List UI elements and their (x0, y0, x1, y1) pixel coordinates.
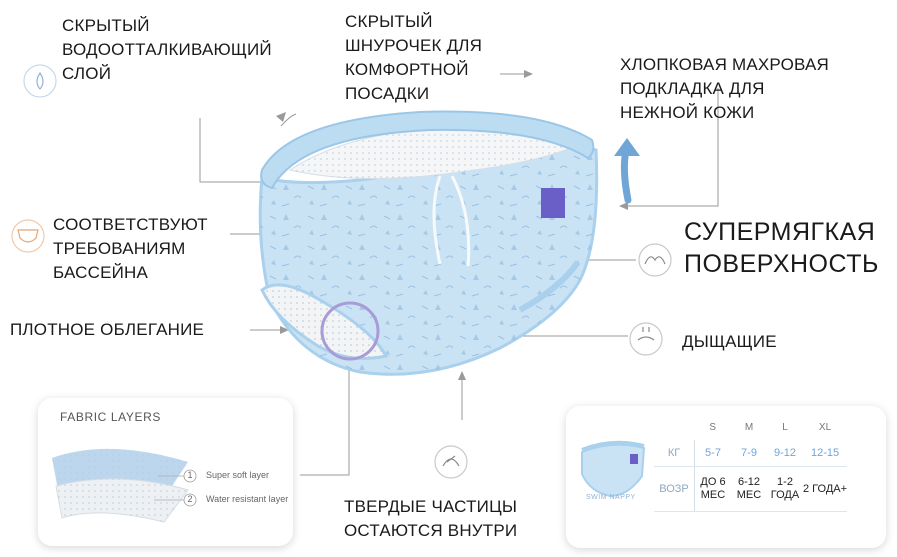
size-table: S M L XL КГ 5-7 7-9 9-12 12-15 ВОЗР ДО 6… (654, 414, 848, 512)
nappy-icon (11, 219, 45, 253)
label-solids-inside: ТВЕРДЫЕ ЧАСТИЦЫ ОСТАЮТСЯ ВНУТРИ (344, 497, 518, 540)
weight-s: 5-7 (694, 440, 731, 467)
label-breathable: ДЫЩАЩИЕ (682, 332, 777, 351)
purple-tag (541, 188, 565, 218)
label-hidden-layer: СКРЫТЫЙ ВОДООТТАЛКИВАЮЩИЙ СЛОЙ (62, 16, 272, 83)
layer-number-2: 2 (187, 494, 193, 504)
label-cotton-lining: ХЛОПКОВАЯ МАХРОВАЯ ПОДКЛАДКА ДЛЯ НЕЖНОЙ … (620, 55, 830, 122)
fabric-layers-card: FABRIC LAYERS 1 Super soft layer 2 Water… (38, 398, 293, 546)
swim-nappy-illustration (258, 110, 599, 376)
weight-xl: 12-15 (803, 440, 848, 467)
zoom-ring (320, 301, 380, 361)
age-l: 1-2 ГОДА (767, 466, 803, 512)
age-m: 6-12 МЕС (731, 466, 767, 512)
mini-nappy-icon (581, 440, 646, 498)
weight-label: КГ (654, 440, 695, 467)
size-m: M (744, 421, 754, 433)
label-pool-compliant: СООТВЕТСТВУЮТ ТРЕБОВАНИЯМ БАССЕЙНА (53, 215, 208, 282)
label-drawstring: СКРЫТЫЙ ШНУРОЧЕК ДЛЯ КОМФОРТНОЙ ПОСАДКИ (345, 12, 483, 103)
solids-icon (434, 445, 468, 479)
age-label: ВОЗР (654, 466, 695, 512)
breathable-icon (629, 322, 663, 356)
soft-surface-icon (638, 243, 672, 277)
size-chart-card: SWIM NAPPY S M L XL КГ 5-7 7-9 9-12 12-1… (566, 406, 886, 548)
layer-name-2: Water resistant layer (206, 494, 289, 504)
product-name: SWIM NAPPY (586, 494, 636, 501)
age-xl: 2 ГОДА+ (803, 466, 848, 512)
layer-number-1: 1 (187, 470, 193, 480)
label-super-soft: СУПЕРМЯГКАЯ ПОВЕРХНОСТЬ (684, 218, 879, 278)
size-l: L (782, 421, 788, 433)
size-s: S (709, 421, 717, 433)
size-xl: XL (818, 421, 832, 433)
fabric-layers-title: FABRIC LAYERS (60, 410, 161, 424)
weight-l: 9-12 (767, 440, 803, 467)
age-s: ДО 6 МЕС (694, 466, 731, 512)
drop-leaf-icon (23, 64, 57, 98)
weight-m: 7-9 (731, 440, 767, 467)
label-snug-fit: ПЛОТНОЕ ОБЛЕГАНИЕ (10, 320, 205, 339)
fabric-layers-illustration (52, 448, 197, 523)
upward-arrow (620, 146, 632, 204)
layer-name-1: Super soft layer (206, 470, 270, 480)
